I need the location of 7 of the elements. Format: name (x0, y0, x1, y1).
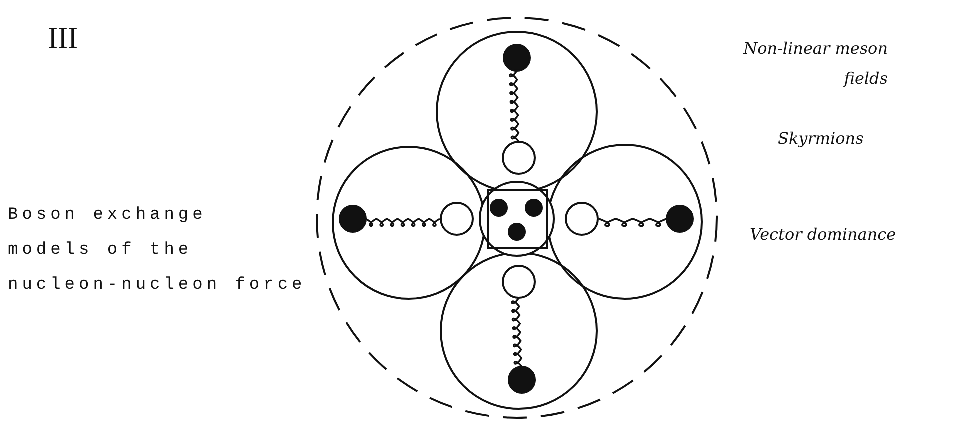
caption-line: Boson exchange (8, 206, 207, 226)
model-label: Non-linear meson fields (742, 38, 888, 90)
model-label: Skyrmions (778, 130, 864, 148)
model-label: Vector dominance (750, 224, 898, 246)
caption-line: models of the (8, 241, 193, 261)
caption-line: nucleon-nucleon force (8, 276, 306, 296)
panel-label: III (48, 22, 78, 56)
